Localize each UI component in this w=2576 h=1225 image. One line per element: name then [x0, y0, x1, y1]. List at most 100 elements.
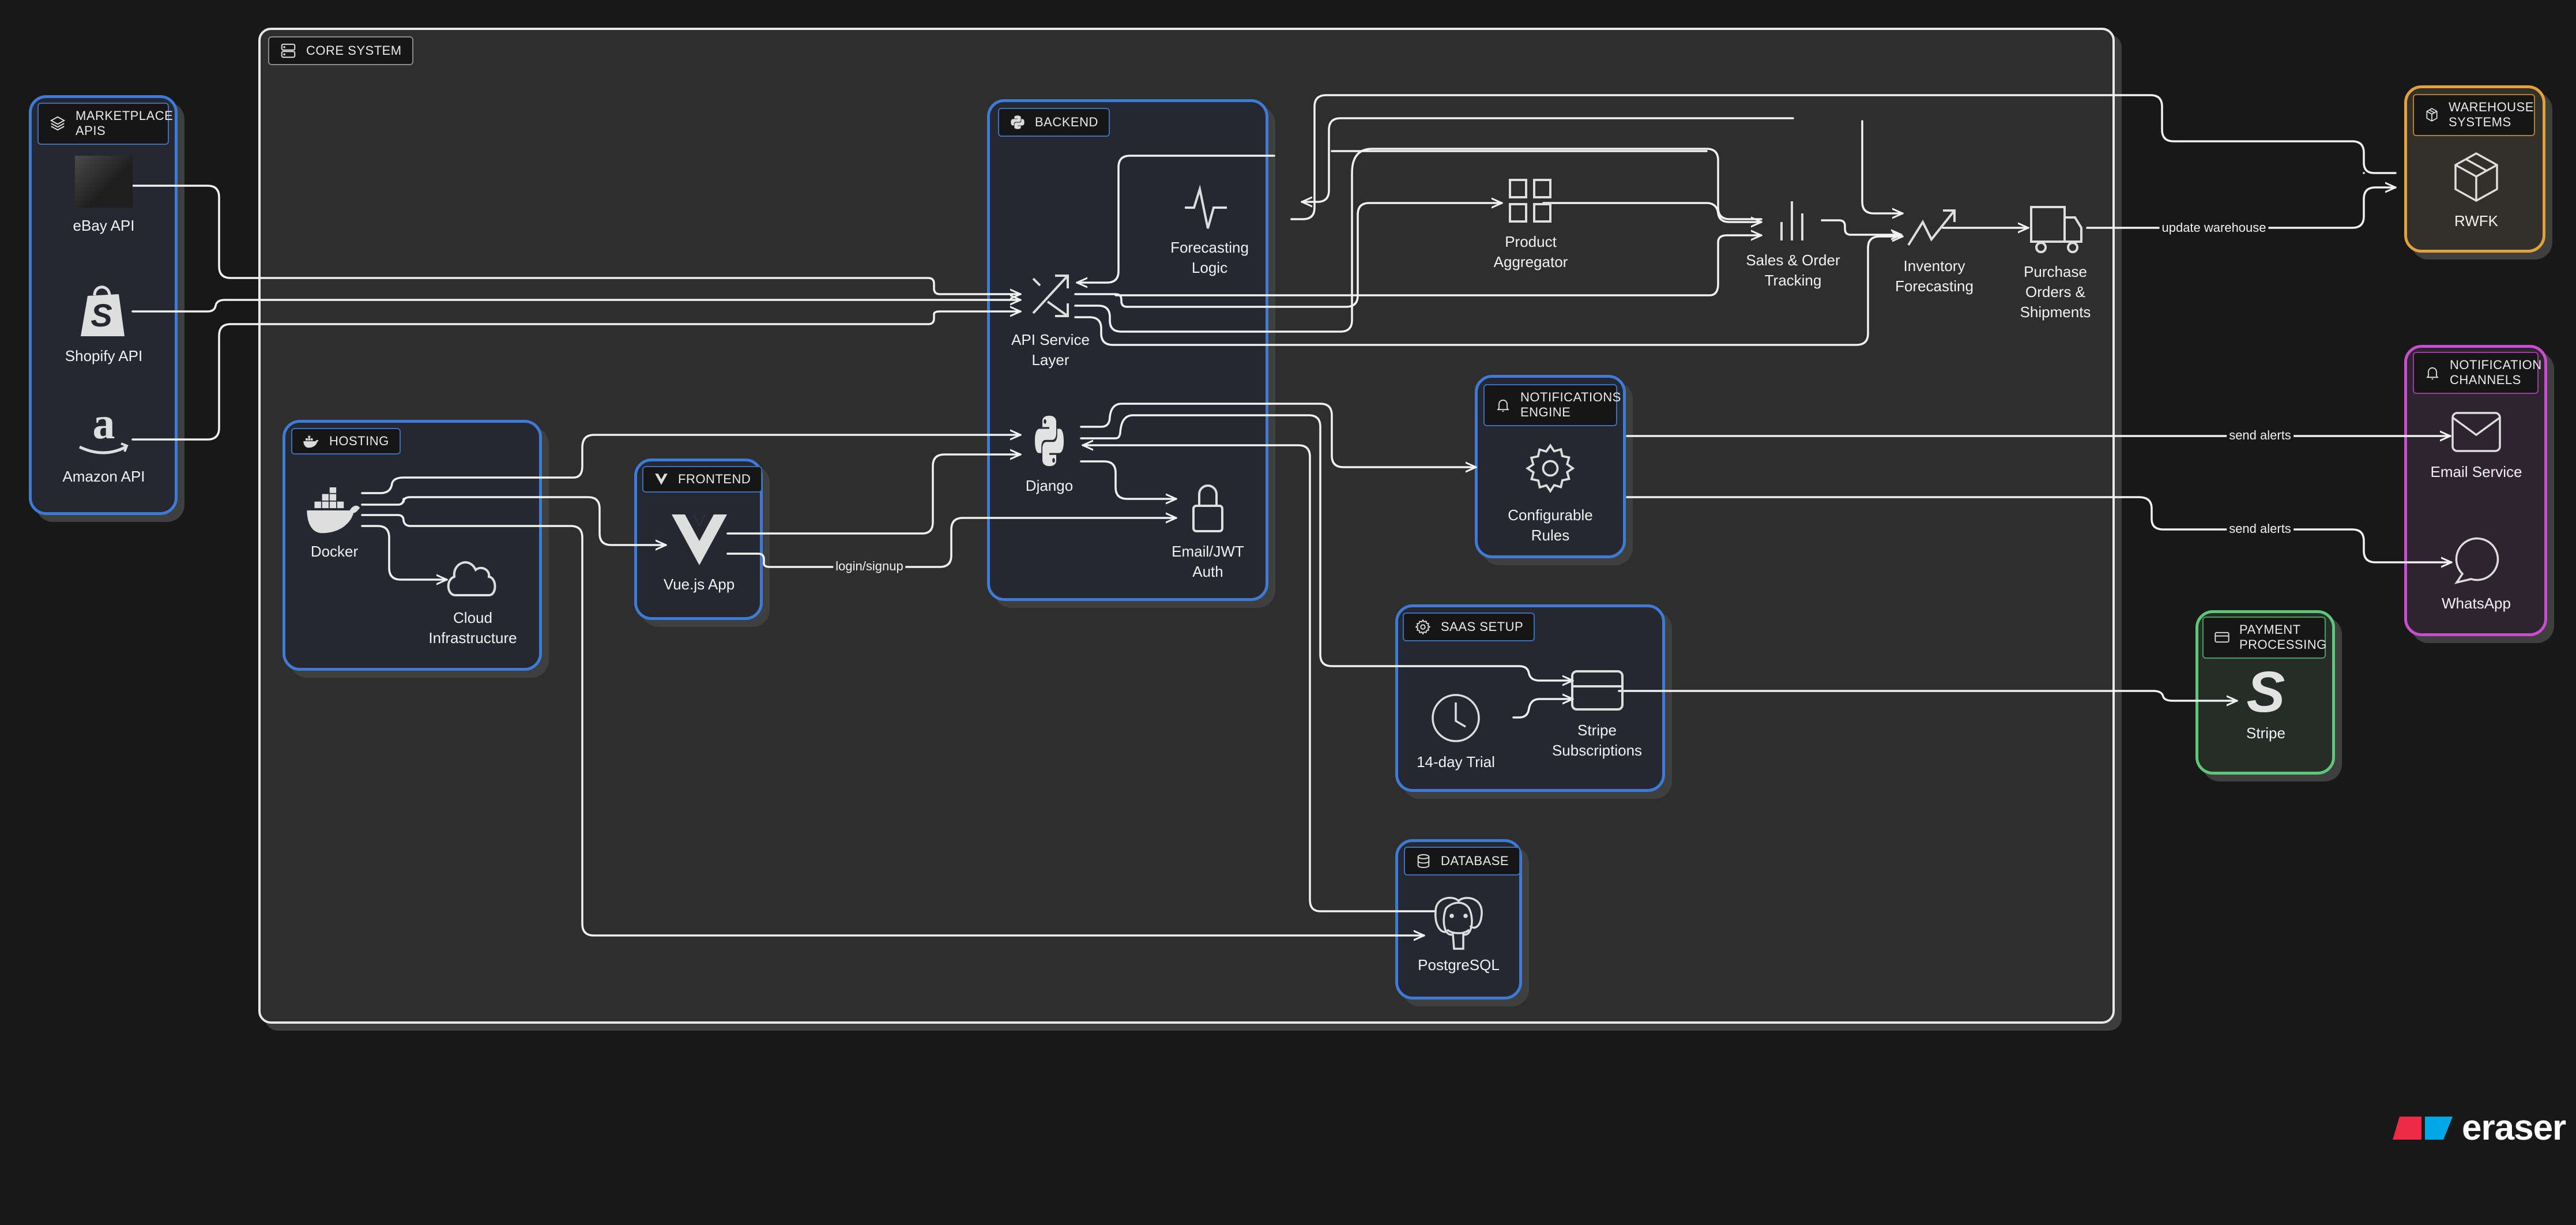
edge-product-to-sales — [1542, 202, 1762, 222]
message-circle-icon — [2454, 537, 2499, 584]
notifications-engine-tag: NOTIFICATIONS ENGINE — [1483, 384, 1621, 426]
postgres-label: PostgreSQL — [1418, 956, 1500, 974]
docker-icon — [303, 435, 319, 448]
bar-chart-icon — [1780, 201, 1803, 241]
svg-text:S: S — [2247, 669, 2285, 715]
node-vuejs-app[interactable]: Vue.js App — [646, 513, 752, 595]
node-configurable-rules[interactable]: Configurable Rules — [1483, 439, 1617, 546]
group-hosting — [283, 420, 542, 671]
grid-icon — [1509, 179, 1551, 223]
ebay-logo-icon — [75, 156, 133, 208]
mail-icon — [2451, 412, 2501, 452]
cloud-label: Cloud Infrastructure — [428, 609, 517, 647]
api-service-label: API Service Layer — [1011, 331, 1090, 369]
edge-ebay-api — [131, 185, 1022, 294]
postgresql-elephant-icon — [1434, 896, 1483, 950]
server-icon — [281, 43, 296, 58]
warehouse-systems-tag: WAREHOUSE SYSTEMS — [2413, 94, 2535, 136]
edge-docker-to-cloud — [361, 525, 448, 580]
edge-vue-to-django — [726, 454, 1022, 535]
node-purchase-orders[interactable]: Purchase Orders & Shipments — [2003, 205, 2107, 322]
stripe-logo-icon: S — [2247, 669, 2285, 715]
marketplace-apis-tag: MARKETPLACE APIS — [37, 103, 173, 145]
edge-django-to-stripe-subs — [1080, 414, 1574, 681]
core-system-tag: CORE SYSTEM — [268, 36, 413, 65]
node-whatsapp[interactable]: WhatsApp — [2419, 536, 2534, 614]
sales-tracking-label: Sales & Order Tracking — [1746, 251, 1840, 290]
node-product-aggregator[interactable]: Product Aggregator — [1476, 178, 1585, 272]
edge-top-to-inventory — [1861, 120, 1904, 213]
node-django[interactable]: Django — [1003, 411, 1095, 496]
trending-up-icon — [1907, 209, 1956, 246]
node-amazon-api[interactable]: a Amazon API — [52, 407, 156, 487]
whatsapp-label: WhatsApp — [2442, 595, 2511, 612]
node-14-day-trial[interactable]: 14-day Trial — [1410, 692, 1502, 772]
product-aggregator-label: Product Aggregator — [1493, 233, 1568, 271]
inventory-forecasting-label: Inventory Forecasting — [1895, 257, 1974, 295]
database-tag: DATABASE — [1404, 847, 1521, 875]
edge-vue-to-auth — [726, 518, 1177, 568]
arrows-split-icon — [1032, 275, 1069, 317]
node-cloud-infrastructure[interactable]: Cloud Infrastructure — [415, 554, 530, 648]
python-logo-icon — [1035, 415, 1064, 467]
node-shopify-api[interactable]: S Shopify API — [52, 281, 156, 366]
eraser-brand: eraser — [2392, 1107, 2566, 1148]
edge-api-to-sales-low — [1114, 235, 1762, 296]
package-icon — [2426, 108, 2438, 122]
backend-tag: BACKEND — [998, 108, 1110, 137]
gear-icon — [1526, 444, 1575, 494]
edge-api-to-sales — [1074, 148, 1762, 333]
auth-label: Email/JWT Auth — [1172, 543, 1244, 581]
node-forecasting-logic[interactable]: Forecasting Logic — [1152, 183, 1267, 278]
database-icon — [1417, 854, 1430, 869]
stripe-label: Stripe — [2246, 724, 2285, 742]
frontend-label: FRONTEND — [678, 472, 751, 486]
edge-api-to-product — [1074, 203, 1503, 308]
notification-channels-tag: NOTIFICATION CHANNELS — [2413, 352, 2542, 394]
lock-icon — [1192, 484, 1223, 532]
clock-icon — [1432, 694, 1480, 742]
edge-api-to-inventory — [1074, 236, 1904, 346]
node-sales-order-tracking[interactable]: Sales & Order Tracking — [1735, 199, 1851, 291]
hosting-label: HOSTING — [329, 434, 389, 448]
node-ebay-api[interactable]: eBay API — [58, 156, 150, 236]
vue-logo-icon — [671, 514, 727, 565]
node-stripe-subscriptions[interactable]: Stripe Subscriptions — [1539, 669, 1655, 761]
vue-icon — [655, 474, 668, 485]
edge-amazon-api — [131, 311, 1022, 441]
node-email-service[interactable]: Email Service — [2419, 411, 2534, 482]
brand-name: eraser — [2462, 1108, 2566, 1148]
trial-label: 14-day Trial — [1417, 753, 1495, 771]
docker-whale-icon — [306, 487, 360, 533]
database-label: DATABASE — [1441, 853, 1509, 868]
vue-label: Vue.js App — [663, 576, 735, 593]
shopify-bag-icon: S — [81, 285, 125, 336]
notification-channels-label: NOTIFICATION CHANNELS — [2450, 358, 2542, 388]
edge-stripe-subs-to-stripe — [1618, 690, 2238, 701]
truck-icon — [2030, 206, 2082, 253]
node-inventory-forecasting[interactable]: Inventory Forecasting — [1882, 208, 1986, 296]
edge-sales-to-inventory — [1821, 219, 1903, 235]
node-api-service-layer[interactable]: API Service Layer — [993, 270, 1108, 370]
stripe-subs-label: Stripe Subscriptions — [1551, 722, 1643, 760]
docker-label: Docker — [310, 543, 359, 560]
node-stripe[interactable]: S Stripe — [2208, 669, 2323, 743]
edge-trial-to-stripe-subs — [1512, 699, 1574, 719]
edge-django-to-rules — [1080, 403, 1477, 467]
payment-processing-label: PAYMENT PROCESSING — [2239, 622, 2327, 652]
edge-postgres-to-django — [1082, 445, 1436, 912]
saas-setup-tag: SAAS SETUP — [1403, 612, 1535, 641]
core-system-label: CORE SYSTEM — [306, 43, 402, 58]
node-docker[interactable]: Docker — [288, 487, 381, 562]
frontend-tag: FRONTEND — [642, 466, 763, 493]
package-icon — [2454, 152, 2498, 202]
node-email-jwt-auth[interactable]: Email/JWT Auth — [1150, 482, 1266, 582]
node-postgresql[interactable]: PostgreSQL — [1401, 894, 1516, 975]
python-icon — [1011, 115, 1025, 129]
node-rwfk[interactable]: RWFK — [2419, 151, 2534, 231]
edge-product-to-forecasting — [1301, 117, 1794, 202]
edge-forecast-to-api — [1290, 94, 2397, 220]
marketplace-apis-label: MARKETPLACE APIS — [76, 108, 174, 138]
edge-label-update-warehouse: update warehouse — [2159, 220, 2269, 235]
